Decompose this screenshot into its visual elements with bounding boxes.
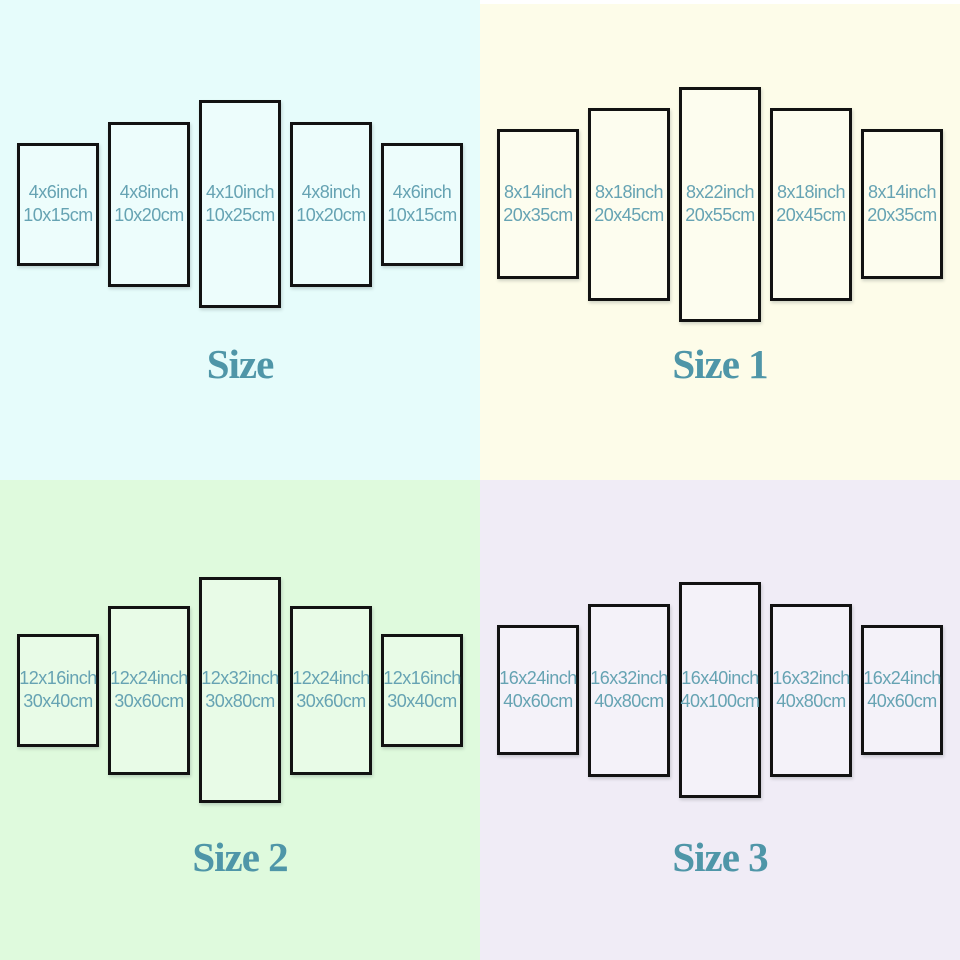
panel-size-cm: 10x15cm [23, 205, 93, 225]
panel-row: 16x24inch 40x60cm 16x32inch 40x80cm 16x4… [480, 480, 960, 900]
panel-size-inch: 8x14inch [503, 182, 573, 202]
panel-size-inch: 16x24inch [499, 668, 577, 688]
panel-size-cm: 10x25cm [205, 205, 275, 225]
panel-size-cm: 10x20cm [114, 205, 184, 225]
panel-size-label: 12x16inch 30x40cm [383, 667, 461, 713]
panel-size-label: 4x6inch 10x15cm [387, 181, 457, 227]
panel-size-inch: 16x32inch [772, 668, 850, 688]
panel-size-inch: 12x16inch [383, 668, 461, 688]
panel-size-label: 8x18inch 20x45cm [594, 181, 664, 227]
panel-row: 12x16inch 30x40cm 12x24inch 30x60cm 12x3… [0, 480, 480, 900]
panel-size-label: 12x24inch 30x60cm [292, 667, 370, 713]
canvas-panel: 8x14inch 20x35cm [861, 129, 943, 279]
panel-size-label: 16x32inch 40x80cm [590, 667, 668, 713]
canvas-panel: 8x18inch 20x45cm [588, 107, 670, 301]
canvas-panel: 4x6inch 10x15cm [381, 142, 463, 266]
panel-size-inch: 4x6inch [392, 182, 452, 202]
panel-size-inch: 8x22inch [685, 182, 755, 202]
panel-size-inch: 12x32inch [201, 668, 279, 688]
quadrant-title: Size 1 [672, 341, 768, 387]
panel-size-label: 8x22inch 20x55cm [685, 181, 755, 227]
panel-size-inch: 8x14inch [867, 182, 937, 202]
panel-size-label: 12x24inch 30x60cm [110, 667, 188, 713]
canvas-panel: 16x24inch 40x60cm [497, 625, 579, 755]
panel-size-cm: 20x45cm [594, 205, 664, 225]
panel-row: 8x14inch 20x35cm 8x18inch 20x45cm 8x22in… [480, 0, 960, 408]
quadrant-size-1: 8x14inch 20x35cm 8x18inch 20x45cm 8x22in… [480, 0, 960, 480]
panel-size-cm: 10x15cm [387, 205, 457, 225]
panel-row: 4x6inch 10x15cm 4x8inch 10x20cm 4x10inch… [0, 0, 480, 408]
panel-size-inch: 4x8inch [301, 182, 361, 202]
panel-size-label: 8x14inch 20x35cm [867, 181, 937, 227]
panel-size-inch: 16x24inch [863, 668, 941, 688]
quadrant-title: Size [206, 341, 275, 387]
panel-size-cm: 30x40cm [23, 691, 93, 711]
panel-size-cm: 20x45cm [776, 205, 846, 225]
quadrant-title: Size 3 [672, 834, 768, 880]
canvas-panel: 4x8inch 10x20cm [108, 121, 190, 287]
panel-size-label: 8x14inch 20x35cm [503, 181, 573, 227]
canvas-panel: 12x32inch 30x80cm [199, 577, 281, 803]
panel-size-cm: 40x80cm [776, 691, 846, 711]
panel-size-inch: 8x18inch [594, 182, 664, 202]
panel-size-label: 4x8inch 10x20cm [114, 181, 184, 227]
panel-size-inch: 8x18inch [776, 182, 846, 202]
panel-size-label: 12x16inch 30x40cm [19, 667, 97, 713]
panel-size-cm: 20x35cm [867, 205, 937, 225]
panel-size-label: 16x40inch 40x100cm [680, 667, 760, 713]
canvas-panel: 8x22inch 20x55cm [679, 86, 761, 322]
panel-size-cm: 30x40cm [387, 691, 457, 711]
panel-size-inch: 4x6inch [28, 182, 88, 202]
canvas-panel: 4x10inch 10x25cm [199, 100, 281, 308]
panel-size-label: 8x18inch 20x45cm [776, 181, 846, 227]
panel-size-inch: 12x24inch [292, 668, 370, 688]
panel-size-cm: 40x100cm [680, 691, 760, 711]
canvas-panel: 16x24inch 40x60cm [861, 625, 943, 755]
panel-size-cm: 10x20cm [296, 205, 366, 225]
panel-size-cm: 20x55cm [685, 205, 755, 225]
panel-size-label: 4x6inch 10x15cm [23, 181, 93, 227]
canvas-panel: 8x14inch 20x35cm [497, 129, 579, 279]
quadrant-size-2: 12x16inch 30x40cm 12x24inch 30x60cm 12x3… [0, 480, 480, 960]
quadrant-title: Size 2 [192, 834, 288, 880]
quadrant-size-3: 16x24inch 40x60cm 16x32inch 40x80cm 16x4… [480, 480, 960, 960]
canvas-panel: 12x24inch 30x60cm [108, 605, 190, 775]
panel-size-inch: 12x24inch [110, 668, 188, 688]
panel-size-label: 16x24inch 40x60cm [863, 667, 941, 713]
panel-size-inch: 4x10inch [205, 182, 275, 202]
canvas-panel: 16x32inch 40x80cm [770, 603, 852, 777]
canvas-panel: 12x16inch 30x40cm [381, 633, 463, 747]
canvas-panel: 4x8inch 10x20cm [290, 121, 372, 287]
panel-size-inch: 4x8inch [119, 182, 179, 202]
canvas-panel: 12x16inch 30x40cm [17, 633, 99, 747]
panel-size-cm: 30x60cm [114, 691, 184, 711]
panel-size-inch: 16x32inch [590, 668, 668, 688]
canvas-panel: 16x40inch 40x100cm [679, 582, 761, 798]
panel-size-label: 12x32inch 30x80cm [201, 667, 279, 713]
panel-size-inch: 16x40inch [681, 668, 759, 688]
panel-size-cm: 30x60cm [296, 691, 366, 711]
canvas-panel: 4x6inch 10x15cm [17, 142, 99, 266]
panel-size-cm: 20x35cm [503, 205, 573, 225]
canvas-panel: 16x32inch 40x80cm [588, 603, 670, 777]
panel-size-label: 4x10inch 10x25cm [205, 181, 275, 227]
canvas-panel: 8x18inch 20x45cm [770, 107, 852, 301]
panel-size-label: 16x24inch 40x60cm [499, 667, 577, 713]
canvas-panel: 12x24inch 30x60cm [290, 605, 372, 775]
panel-size-label: 16x32inch 40x80cm [772, 667, 850, 713]
panel-size-inch: 12x16inch [19, 668, 97, 688]
panel-size-label: 4x8inch 10x20cm [296, 181, 366, 227]
panel-size-cm: 30x80cm [205, 691, 275, 711]
quadrant-size: 4x6inch 10x15cm 4x8inch 10x20cm 4x10inch… [0, 0, 480, 480]
panel-size-cm: 40x60cm [503, 691, 573, 711]
panel-size-cm: 40x80cm [594, 691, 664, 711]
panel-size-cm: 40x60cm [867, 691, 937, 711]
